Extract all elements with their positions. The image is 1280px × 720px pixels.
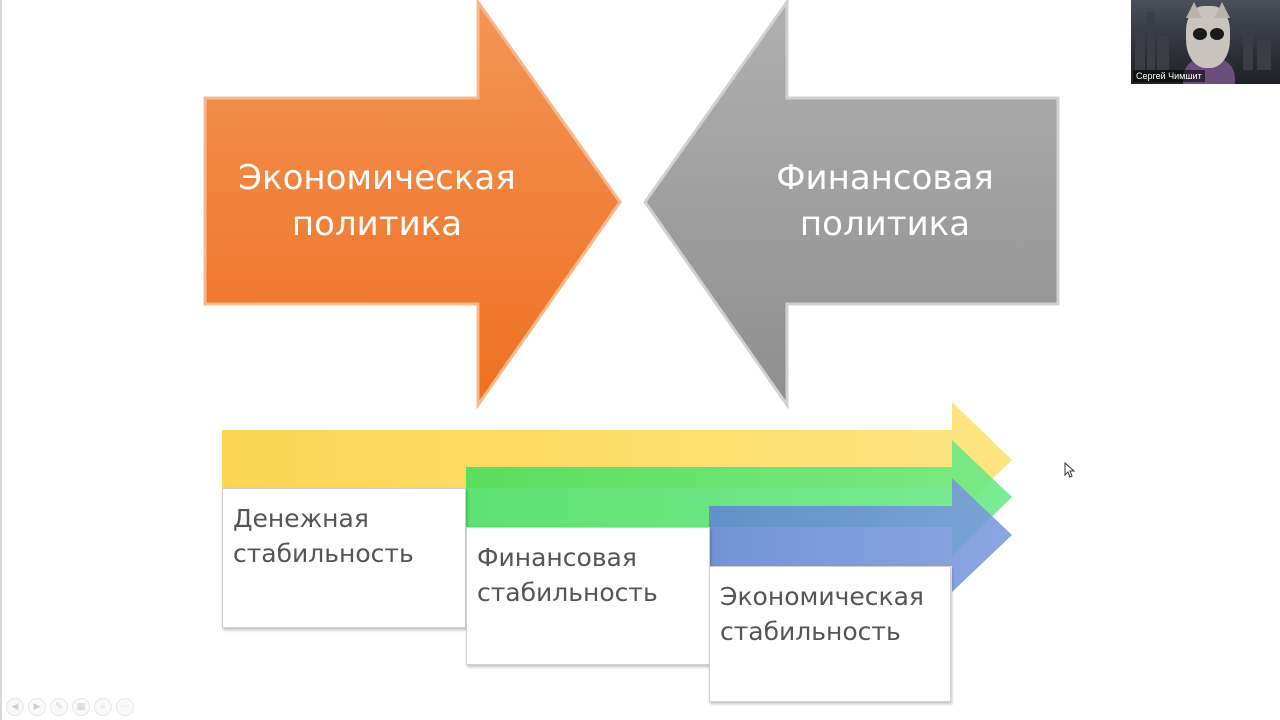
- financial-stability-box: Финансовая стабильность: [466, 527, 710, 665]
- economic-policy-line1: Экономическая: [238, 158, 516, 198]
- participant-video-tile[interactable]: Сергей Чимшит: [1131, 0, 1280, 84]
- prev-slide-icon[interactable]: ◀: [6, 698, 24, 716]
- avatar-eye: [1193, 28, 1207, 40]
- financial-policy-label: Финансовая политика: [740, 155, 1030, 247]
- economic-stability-box: Экономическая стабильность: [709, 566, 951, 702]
- slides-grid-icon[interactable]: ▦: [72, 698, 90, 716]
- more-options-icon[interactable]: ⋯: [116, 698, 134, 716]
- slideshow-toolbar: ◀ ▶ ✎ ▦ ⌕ ⋯: [6, 698, 134, 716]
- pen-icon[interactable]: ✎: [50, 698, 68, 716]
- economic-policy-arrow: [203, 0, 622, 410]
- financial-policy-line1: Финансовая: [776, 158, 994, 198]
- economic-stability-bar: [709, 478, 1012, 592]
- money-stability-bar: [222, 402, 1012, 518]
- financial-stability-line1: Финансовая: [477, 543, 637, 572]
- money-stability-box: Денежная стабильность: [222, 488, 466, 628]
- city-building: [1257, 40, 1271, 70]
- money-stability-line1: Денежная: [233, 504, 369, 533]
- city-building: [1243, 24, 1253, 70]
- mouse-cursor-icon: [1064, 462, 1076, 478]
- city-building: [1147, 12, 1155, 70]
- economic-policy-label: Экономическая политика: [212, 155, 542, 247]
- next-slide-icon[interactable]: ▶: [28, 698, 46, 716]
- money-stability-line2: стабильность: [233, 539, 414, 568]
- financial-policy-line2: политика: [799, 204, 971, 244]
- financial-policy-arrow: [643, 0, 1060, 410]
- zoom-icon[interactable]: ⌕: [94, 698, 112, 716]
- avatar-ear: [1186, 2, 1202, 18]
- city-building: [1157, 36, 1169, 70]
- avatar-eye: [1210, 28, 1224, 40]
- slide-left-border: [0, 0, 2, 720]
- city-building: [1135, 30, 1145, 70]
- economic-stability-line1: Экономическая: [720, 582, 924, 611]
- economic-policy-line2: политика: [291, 204, 463, 244]
- financial-stability-line2: стабильность: [477, 578, 658, 607]
- participant-name: Сергей Чимшит: [1133, 70, 1205, 82]
- economic-stability-line2: стабильность: [720, 617, 901, 646]
- avatar-ear: [1214, 2, 1230, 18]
